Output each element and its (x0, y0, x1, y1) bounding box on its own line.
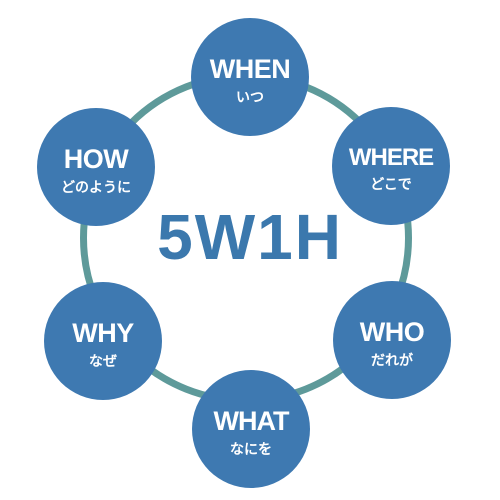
node-when-label: WHEN (209, 53, 291, 84)
node-how-sublabel: どのように (61, 179, 131, 196)
node-when: WHEN いつ (191, 18, 309, 136)
node-where: WHERE どこで (332, 107, 450, 225)
node-when-sublabel: いつ (236, 89, 264, 106)
node-how: HOW どのように (37, 108, 155, 226)
node-why: WHY なぜ (44, 282, 162, 400)
node-where-sublabel: どこで (370, 177, 412, 193)
node-who-label: WHO (359, 316, 425, 347)
node-why-label: WHY (72, 317, 134, 348)
node-how-label: HOW (63, 143, 129, 174)
node-what: WHAT なにを (192, 370, 310, 488)
node-where-label: WHERE (348, 144, 434, 171)
node-who: WHO だれが (333, 281, 451, 399)
diagram-title: 5W1H (157, 201, 343, 273)
node-why-sublabel: なぜ (89, 353, 117, 370)
node-who-sublabel: だれが (371, 352, 413, 369)
node-what-sublabel: なにを (230, 441, 272, 458)
node-what-label: WHAT (213, 405, 290, 436)
